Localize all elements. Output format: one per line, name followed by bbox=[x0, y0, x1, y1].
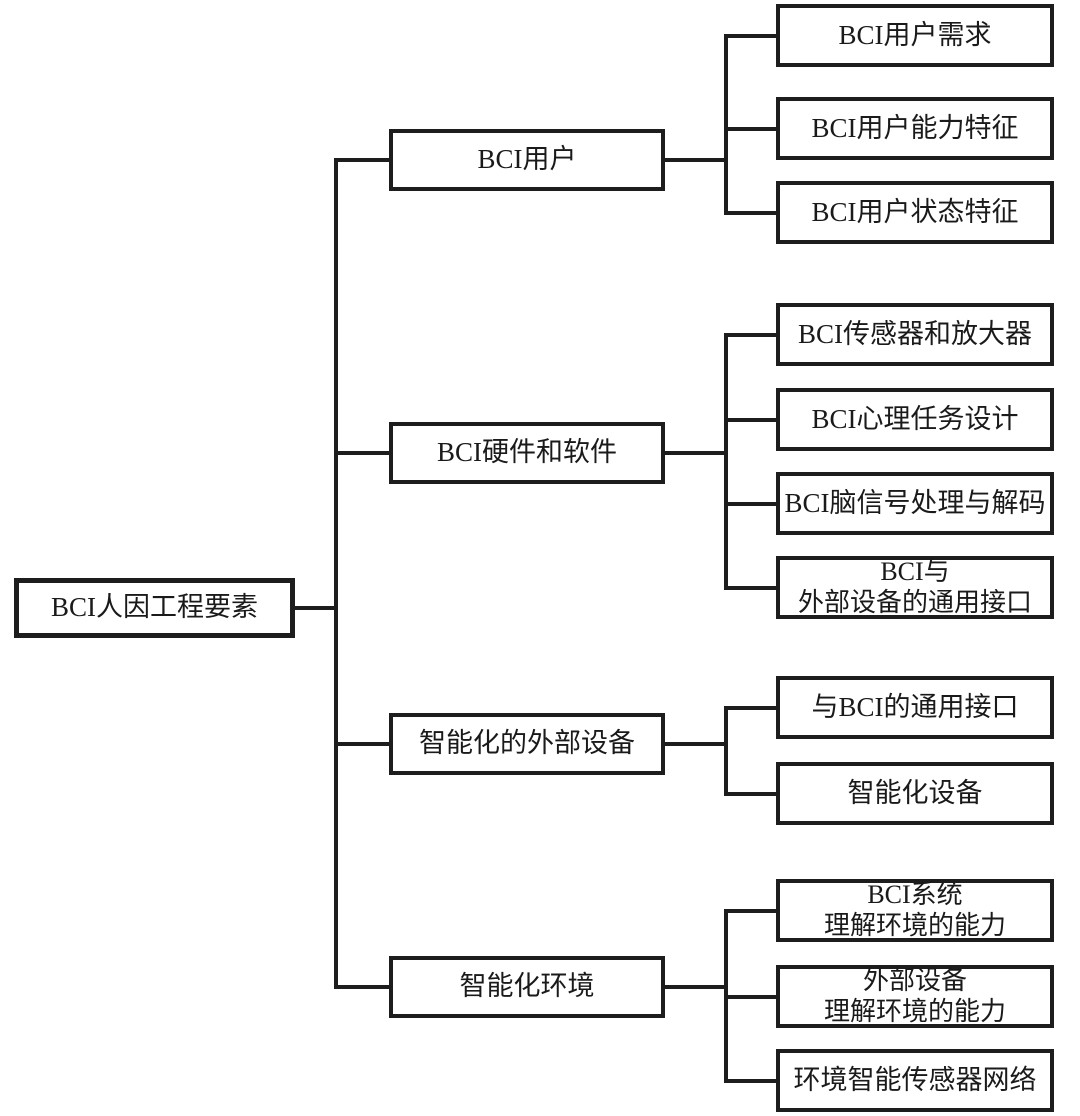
connector-line bbox=[724, 332, 728, 590]
leaf-node: BCI脑信号处理与解码 bbox=[776, 472, 1054, 535]
connector-line bbox=[724, 417, 776, 422]
connector-line bbox=[724, 705, 776, 710]
branch-node: 智能化的外部设备 bbox=[389, 713, 665, 775]
leaf-node: BCI心理任务设计 bbox=[776, 388, 1054, 451]
connector-line bbox=[334, 451, 389, 455]
leaf-node: BCI用户状态特征 bbox=[776, 181, 1054, 244]
trunk-line bbox=[334, 158, 338, 989]
leaf-node: 环境智能传感器网络 bbox=[776, 1049, 1054, 1112]
branch-node: 智能化环境 bbox=[389, 956, 665, 1018]
connector-line bbox=[724, 33, 728, 215]
connector-line bbox=[724, 501, 776, 506]
leaf-node: 外部设备 理解环境的能力 bbox=[776, 965, 1054, 1028]
connector-line bbox=[665, 451, 728, 455]
connector-line bbox=[724, 705, 728, 796]
connector-line bbox=[724, 994, 776, 999]
connector-line bbox=[724, 1078, 776, 1083]
root-node: BCI人因工程要素 bbox=[14, 578, 295, 638]
leaf-node: 智能化设备 bbox=[776, 762, 1054, 825]
leaf-node: BCI用户能力特征 bbox=[776, 97, 1054, 160]
connector-line bbox=[724, 585, 776, 590]
connector-line bbox=[665, 158, 728, 162]
connector-line bbox=[724, 791, 776, 796]
connector-line bbox=[665, 985, 728, 989]
connector-line bbox=[665, 742, 728, 746]
connector-line bbox=[334, 985, 389, 989]
branch-node: BCI用户 bbox=[389, 129, 665, 191]
connector-line bbox=[295, 606, 338, 610]
connector-line bbox=[724, 126, 776, 131]
leaf-node: BCI用户需求 bbox=[776, 4, 1054, 67]
leaf-node: BCI系统 理解环境的能力 bbox=[776, 879, 1054, 942]
leaf-node: BCI传感器和放大器 bbox=[776, 303, 1054, 366]
leaf-node: BCI与 外部设备的通用接口 bbox=[776, 556, 1054, 619]
connector-line bbox=[724, 33, 776, 38]
connector-line bbox=[724, 210, 776, 215]
leaf-node: 与BCI的通用接口 bbox=[776, 676, 1054, 739]
connector-line bbox=[334, 158, 389, 162]
connector-line bbox=[724, 332, 776, 337]
branch-node: BCI硬件和软件 bbox=[389, 422, 665, 484]
connector-line bbox=[724, 908, 776, 913]
connector-line bbox=[334, 742, 389, 746]
